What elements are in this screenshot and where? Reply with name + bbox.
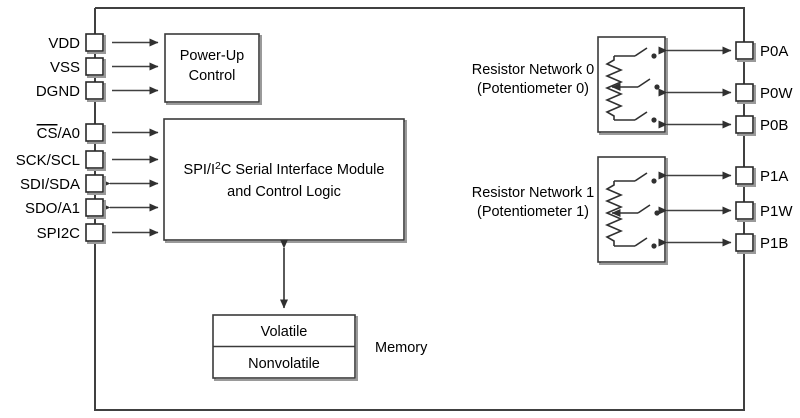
serial-interface-superscript: 2	[215, 160, 221, 172]
serial-interface-line1: SPI/I2C Serial Interface Module	[184, 160, 385, 178]
pin-label-vss: VSS	[50, 59, 80, 76]
pin-p1w[interactable]: P1W	[658, 201, 793, 222]
power-up-control-block: Power-Up Control	[164, 33, 262, 105]
switch-blade-p0b	[634, 111, 648, 121]
resistor-network-1: Resistor Network 1 (Potentiometer 1)	[472, 156, 668, 265]
pin-label-sck-scl: SCK/SCL	[16, 152, 80, 169]
pin-vdd[interactable]: VDD	[48, 33, 159, 54]
pin-label-p0a: P0A	[760, 43, 788, 60]
switch-blade-p0w	[637, 78, 651, 88]
power-up-control-line2: Control	[189, 68, 236, 84]
pin-p0b[interactable]: P0B	[658, 115, 788, 136]
pin-p0w[interactable]: P0W	[658, 83, 793, 104]
pin-sck-scl[interactable]: SCK/SCL	[16, 150, 159, 171]
serial-interface-line1-b: C Serial Interface Module	[221, 162, 385, 178]
pin-p1b[interactable]: P1B	[658, 233, 788, 254]
pin-p1a[interactable]: P1A	[658, 166, 788, 187]
pin-label-spi2c: SPI2C	[37, 225, 81, 242]
chip-boundary	[94, 7, 745, 411]
serial-interface-block: SPI/I2C Serial Interface Module and Cont…	[163, 118, 407, 243]
memory-caption: Memory	[375, 340, 428, 356]
switch-blade-p1a	[634, 172, 648, 182]
switch-blade-p1w	[637, 204, 651, 214]
pin-label-p0b: P0B	[760, 117, 788, 134]
pin-label-p1b: P1B	[760, 235, 788, 252]
resistor-network-0-line1: Resistor Network 0	[472, 62, 594, 78]
pin-sdi-sda[interactable]: SDI/SDA	[20, 174, 159, 195]
pin-label-cs-a0: CS/A0	[37, 125, 80, 142]
memory-block: Volatile Nonvolatile Memory	[212, 314, 428, 381]
pin-label-sdo-a1: SDO/A1	[25, 200, 80, 217]
pin-label-p0w: P0W	[760, 85, 793, 102]
serial-interface-line1-a: SPI/I	[184, 162, 215, 178]
pin-label-dgnd: DGND	[36, 83, 80, 100]
serial-interface-line2: and Control Logic	[227, 184, 341, 200]
resistor-network-0: Resistor Network 0 (Potentiometer 0)	[472, 36, 668, 135]
pin-sdo-a1[interactable]: SDO/A1	[25, 198, 159, 219]
resistor-network-1-line1: Resistor Network 1	[472, 185, 594, 201]
pin-spi2c[interactable]: SPI2C	[37, 223, 159, 244]
resistor-network-1-line2: (Potentiometer 1)	[477, 204, 589, 220]
pin-label-cs-overline: CS	[37, 125, 58, 142]
pin-label-sdi-sda: SDI/SDA	[20, 176, 80, 193]
pin-label-p1w: P1W	[760, 203, 793, 220]
pin-label-cs-suffix: /A0	[57, 125, 80, 142]
resistor-network-0-line2: (Potentiometer 0)	[477, 81, 589, 97]
memory-nonvolatile-label: Nonvolatile	[248, 356, 320, 372]
pin-p0a[interactable]: P0A	[658, 41, 788, 62]
memory-volatile-label: Volatile	[261, 324, 308, 340]
pin-label-vdd: VDD	[48, 35, 80, 52]
pin-cs-a0[interactable]: CS/A0	[37, 123, 159, 144]
pin-vss[interactable]: VSS	[50, 57, 159, 78]
pin-dgnd[interactable]: DGND	[36, 81, 159, 102]
switch-blade-p1b	[634, 237, 648, 247]
power-up-control-line1: Power-Up	[180, 48, 244, 64]
pin-label-p1a: P1A	[760, 168, 788, 185]
switch-blade-p0a	[634, 47, 648, 57]
